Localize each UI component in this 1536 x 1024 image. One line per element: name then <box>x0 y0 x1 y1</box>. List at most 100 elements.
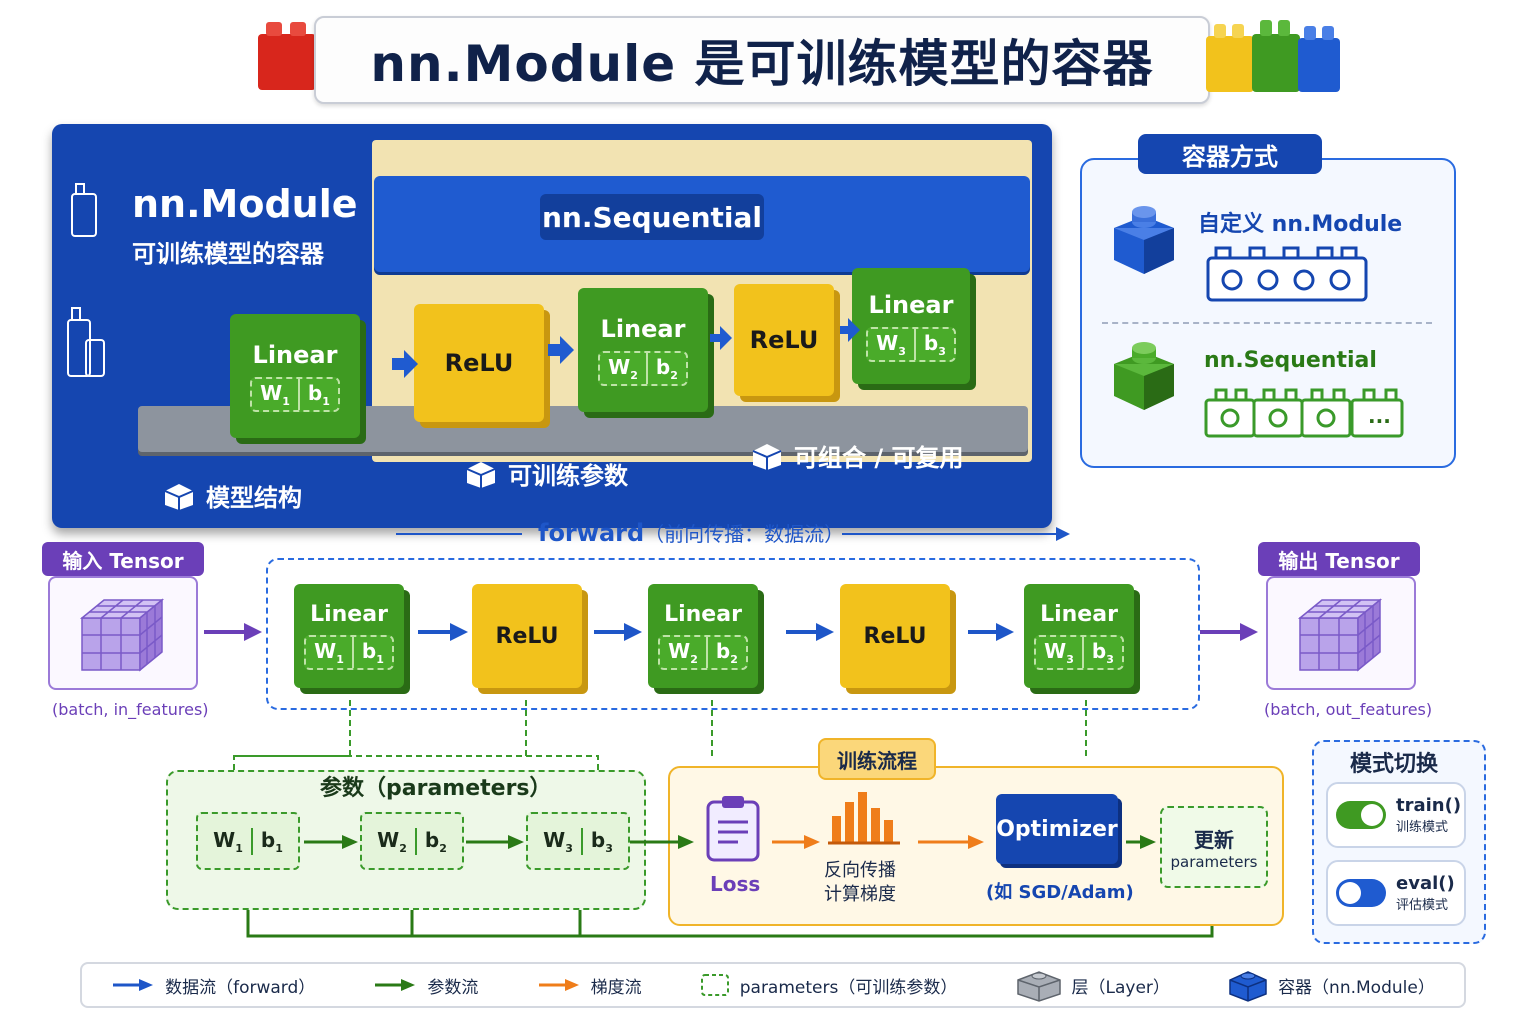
weight-label: W3 <box>876 330 906 358</box>
legend-label: parameters（可训练参数） <box>739 977 958 998</box>
feature-trainable-params: 可训练参数 <box>464 456 628 491</box>
module-plate-icon <box>1206 246 1368 302</box>
stacked-bricks-outline-icon <box>67 307 105 377</box>
container-title: nn.Module <box>132 182 358 226</box>
legend-item-parameters: parameters（可训练参数） <box>700 973 958 998</box>
sequential-plate: ... <box>1204 388 1404 438</box>
sequential-label: nn.Sequential <box>540 194 764 240</box>
tensor-cube-icon <box>79 598 165 672</box>
ellipsis-label: ... <box>1368 404 1391 428</box>
legend-bar: 数据流（forward） 参数流 梯度流 parameters（可训练参数） 层… <box>80 962 1466 1008</box>
output-arrow <box>1200 623 1258 641</box>
title-banner: nn.Module 是可训练模型的容器 <box>314 16 1210 104</box>
block-label: Linear <box>868 290 954 319</box>
bias-label: b2 <box>645 352 686 384</box>
block-label: Linear <box>310 602 388 627</box>
train-mode-text: train() 训练模式 <box>1396 795 1461 835</box>
optimizer-block: Optimizer <box>996 794 1118 864</box>
tensor-cube-icon <box>1297 598 1383 672</box>
block-label: ReLU <box>495 623 559 649</box>
bias-label: b1 <box>250 827 291 855</box>
brick-icon <box>466 461 496 488</box>
parameters-title: 参数（parameters） <box>320 776 552 801</box>
red-brick-icon <box>258 22 316 90</box>
train-toggle-switch[interactable] <box>1336 801 1386 829</box>
forward-block-relu-2: ReLU <box>840 584 950 688</box>
loss-label: Loss <box>710 872 761 896</box>
input-arrow <box>204 623 262 641</box>
legend-item-container: 容器（nn.Module） <box>1228 968 1435 1002</box>
backward-label-line1: 反向传播 <box>824 860 896 881</box>
dashed-box-icon <box>700 974 729 996</box>
mode-switch-title: 模式切换 <box>1350 752 1439 777</box>
container-flow-arrows <box>392 318 860 378</box>
forward-note: （前向传播：数据流） <box>644 522 845 546</box>
eval-mode-toggle[interactable]: eval() 评估模式 <box>1326 860 1466 926</box>
block-label: ReLU <box>749 326 819 354</box>
legend-label: 参数流 <box>427 977 479 998</box>
brick-outline-icon <box>71 183 97 237</box>
forward-block-relu-1: ReLU <box>472 584 582 688</box>
update-parameters-box: 更新 parameters <box>1160 806 1268 888</box>
container-block-relu-2: ReLU <box>734 284 834 396</box>
legend-item-data-flow: 数据流（forward） <box>111 973 315 998</box>
output-shape-caption: (batch, out_features) <box>1264 700 1433 719</box>
input-shape-caption: (batch, in_features) <box>52 700 209 719</box>
sequential-method-label: nn.Sequential <box>1204 348 1377 373</box>
container-block-relu-1: ReLU <box>414 304 544 422</box>
backward-label-line2: 计算梯度 <box>824 884 896 905</box>
forward-arrow-line <box>396 527 1070 541</box>
brick-icon <box>164 483 194 510</box>
bias-label: b3 <box>913 328 954 360</box>
gray-brick-icon <box>1016 971 1061 1002</box>
weight-bias-pair: W1 b1 <box>304 635 394 670</box>
blue-brick-icon <box>1114 206 1174 274</box>
train-desc: 训练模式 <box>1396 820 1449 835</box>
update-label: 更新 <box>1194 827 1234 852</box>
custom-module-label: 自定义 nn.Module <box>1198 212 1403 237</box>
block-label: Linear <box>600 314 686 343</box>
page-title: nn.Module 是可训练模型的容器 <box>370 35 1154 93</box>
train-mode-toggle[interactable]: train() 训练模式 <box>1326 782 1466 848</box>
forward-label: forward（前向传播：数据流） <box>538 518 844 547</box>
clipboard-icon <box>706 796 760 862</box>
input-tensor-box <box>48 576 198 690</box>
legend-item-layer: 层（Layer） <box>1016 968 1170 1002</box>
feature-model-structure: 模型结构 <box>162 478 302 513</box>
forward-block-linear-1: Linear W1 b1 <box>294 584 404 688</box>
weight-label: W2 <box>668 639 698 666</box>
weight-label: W3 <box>543 827 573 855</box>
eval-desc: 评估模式 <box>1396 898 1449 913</box>
bias-label: b1 <box>297 378 338 410</box>
optimizer-note: (如 SGD/Adam) <box>986 882 1134 903</box>
bias-label: b2 <box>705 637 746 668</box>
bias-label: b1 <box>351 637 392 668</box>
update-parameters-label: parameters <box>1170 852 1258 871</box>
forward-data-arrows <box>418 623 1014 641</box>
sequential-plate-icon <box>1204 388 1404 438</box>
orange-arrow-icon <box>538 979 579 991</box>
legend-item-gradient-flow: 梯度流 <box>537 973 642 998</box>
weight-label: W2 <box>377 827 407 855</box>
weight-label: W1 <box>213 827 243 855</box>
eval-toggle-switch[interactable] <box>1336 879 1386 907</box>
bias-label: b3 <box>1081 637 1122 668</box>
weight-label: W1 <box>314 639 344 666</box>
green-brick-icon <box>1114 342 1174 410</box>
block-label: ReLU <box>444 349 514 377</box>
output-tensor-tab: 输出 Tensor <box>1258 542 1420 576</box>
bias-label: b2 <box>414 827 455 855</box>
eval-mode-text: eval() 评估模式 <box>1396 873 1455 913</box>
legend-label: 数据流（forward） <box>165 977 316 998</box>
